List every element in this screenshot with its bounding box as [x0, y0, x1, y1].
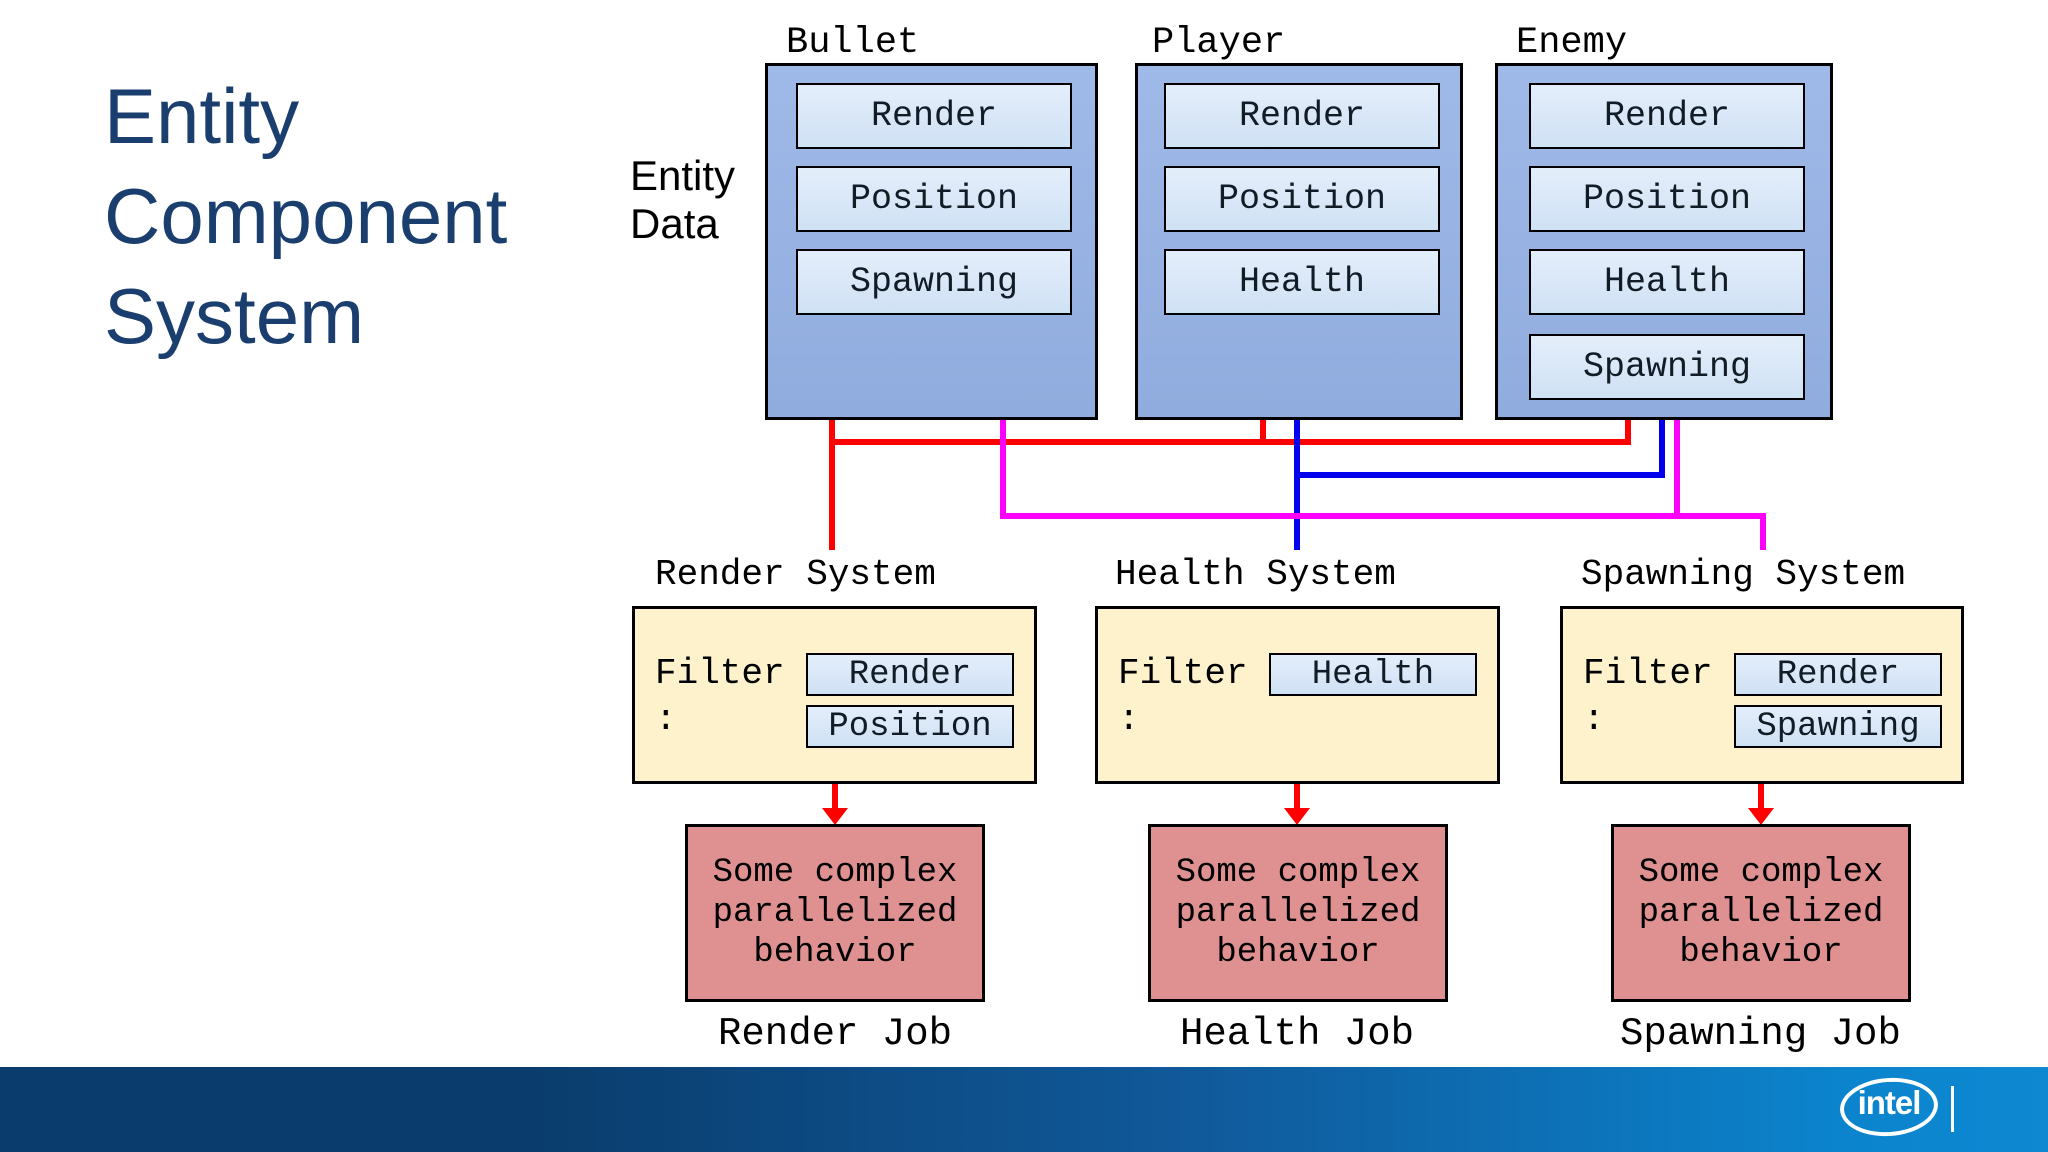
behavior-line: behavior	[1216, 934, 1380, 972]
behavior-line: Some complex	[1638, 854, 1884, 892]
intel-logo: intel	[1838, 1074, 1940, 1140]
filter-colon: :	[655, 699, 677, 740]
component-chip: Spawning	[796, 249, 1072, 315]
job-label-spawning: Spawning Job	[1620, 1012, 1901, 1056]
behavior-box-spawning: Some complex parallelized behavior	[1611, 824, 1911, 1002]
component-chip: Spawning	[1529, 334, 1805, 400]
component-chip: Position	[1529, 166, 1805, 232]
behavior-box-health: Some complex parallelized behavior	[1148, 824, 1448, 1002]
entity-data-line-2: Data	[630, 200, 719, 247]
component-chip: Render	[796, 83, 1072, 149]
filter-colon: :	[1583, 699, 1605, 740]
filter-box-spawning-system: Filter : Render Spawning	[1560, 606, 1964, 784]
health-line-player-drop	[1294, 420, 1300, 550]
health-line-trunk	[1294, 472, 1665, 478]
filter-component-chip: Spawning	[1734, 705, 1942, 748]
entity-label-enemy: Enemy	[1516, 22, 1628, 64]
filter-label: Filter	[655, 653, 785, 694]
title-line-3: System	[104, 272, 365, 360]
behavior-line: behavior	[1679, 934, 1843, 972]
arrow-head-render	[822, 808, 848, 825]
job-label-health: Health Job	[1180, 1012, 1415, 1056]
arrow-line-health	[1294, 784, 1300, 810]
component-chip: Render	[1164, 83, 1440, 149]
footer-bar	[0, 1067, 2048, 1152]
render-line-player-stub	[1260, 420, 1266, 445]
filter-box-render-system: Filter : Render Position	[632, 606, 1037, 784]
entity-label-player: Player	[1152, 22, 1286, 64]
health-line-enemy-stub	[1659, 420, 1665, 478]
arrow-head-health	[1284, 808, 1310, 825]
system-label-render: Render System	[655, 554, 936, 595]
render-line-bullet-drop	[829, 420, 835, 550]
arrow-head-spawning	[1748, 808, 1774, 825]
component-chip: Render	[1529, 83, 1805, 149]
filter-component-chip: Render	[806, 653, 1014, 696]
job-label-render: Render Job	[718, 1012, 953, 1056]
filter-component-chip: Render	[1734, 653, 1942, 696]
entity-box-enemy: Render Position Health Spawning	[1495, 63, 1833, 420]
component-chip: Health	[1164, 249, 1440, 315]
spawning-line-trunk	[1000, 513, 1766, 519]
title-line-2: Component	[104, 172, 508, 260]
entity-box-player: Render Position Health	[1135, 63, 1463, 420]
system-label-spawning: Spawning System	[1581, 554, 1906, 595]
behavior-line: behavior	[753, 934, 917, 972]
filter-component-chip: Position	[806, 705, 1014, 748]
component-chip: Position	[1164, 166, 1440, 232]
page-title: Entity Component System	[104, 66, 507, 366]
entity-data-line-1: Entity	[630, 152, 736, 199]
behavior-line: Some complex	[712, 854, 958, 892]
component-chip: Position	[796, 166, 1072, 232]
behavior-line: Some complex	[1175, 854, 1421, 892]
behavior-line: parallelized	[1175, 894, 1421, 932]
filter-label: Filter	[1118, 653, 1248, 694]
behavior-line: parallelized	[712, 894, 958, 932]
behavior-line: parallelized	[1638, 894, 1884, 932]
system-label-health: Health System	[1115, 554, 1396, 595]
filter-component-chip: Health	[1269, 653, 1477, 696]
spawning-line-system-drop	[1760, 513, 1766, 550]
title-line-1: Entity	[104, 72, 300, 160]
filter-box-health-system: Filter : Health	[1095, 606, 1500, 784]
spawning-line-bullet-drop	[1000, 420, 1006, 519]
filter-label: Filter	[1583, 653, 1713, 694]
spawning-line-enemy-stub	[1674, 420, 1680, 519]
entity-box-bullet: Render Position Spawning	[765, 63, 1098, 420]
behavior-box-render: Some complex parallelized behavior	[685, 824, 985, 1002]
footer-separator	[1951, 1086, 1954, 1132]
arrow-line-spawning	[1758, 784, 1764, 810]
arrow-line-render	[832, 784, 838, 810]
render-line-enemy-stub	[1625, 420, 1631, 445]
intel-logo-text: intel	[1857, 1084, 1922, 1121]
render-line-trunk	[829, 439, 1631, 445]
entity-label-bullet: Bullet	[786, 22, 920, 64]
entity-data-label: Entity Data	[630, 152, 735, 248]
filter-colon: :	[1118, 699, 1140, 740]
component-chip: Health	[1529, 249, 1805, 315]
